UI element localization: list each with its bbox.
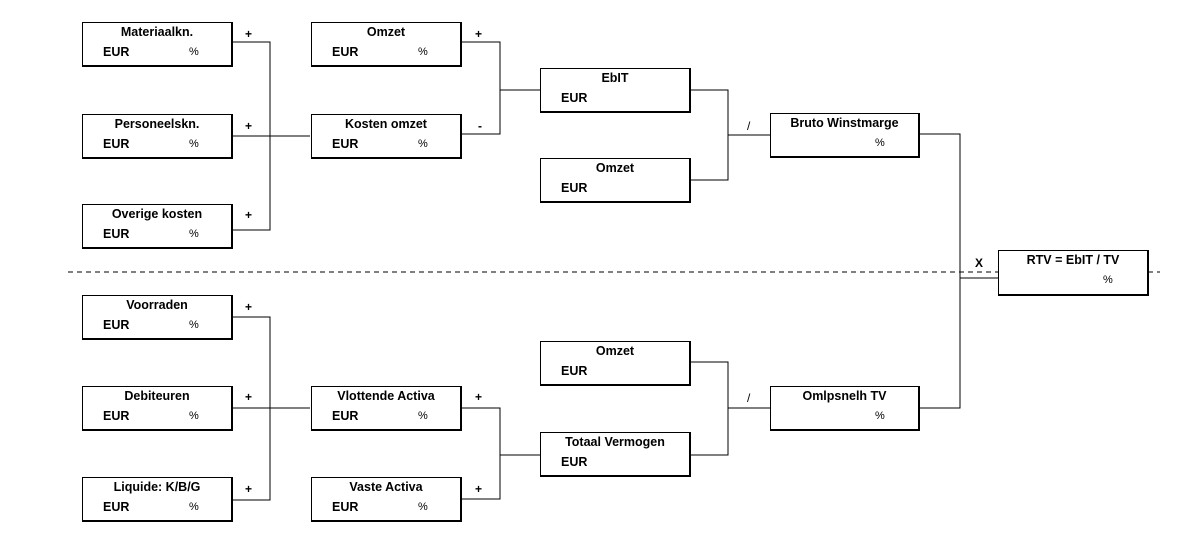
eur-label: EUR — [103, 409, 130, 423]
percent-label: % — [189, 319, 199, 331]
plus-operator: + — [245, 482, 253, 496]
box-label: Debiteuren — [124, 389, 190, 403]
box-label: Personeelskn. — [114, 117, 200, 131]
eur-label: EUR — [332, 137, 359, 151]
box-rtv: RTV = EbIT / TV % — [998, 250, 1149, 296]
plus-operator: + — [245, 208, 253, 222]
divide-operator: / — [747, 119, 751, 133]
box-totaal-vermogen: Totaal Vermogen EUR — [540, 432, 691, 477]
eur-label: EUR — [332, 500, 359, 514]
eur-label: EUR — [561, 181, 588, 195]
box-debiteuren: Debiteuren EUR % — [82, 386, 233, 431]
percent-label: % — [875, 410, 885, 422]
box-label: Bruto Winstmarge — [790, 116, 899, 130]
eur-label: EUR — [103, 227, 130, 241]
plus-operator: + — [245, 27, 253, 41]
box-label: Materiaalkn. — [120, 25, 194, 39]
eur-label: EUR — [103, 45, 130, 59]
eur-label: EUR — [561, 455, 588, 469]
plus-operator: + — [245, 300, 253, 314]
plus-operator: + — [475, 482, 483, 496]
eur-label: EUR — [561, 364, 588, 378]
box-label: Overige kosten — [111, 207, 203, 221]
percent-label: % — [189, 138, 199, 150]
plus-operator: + — [475, 27, 483, 41]
eur-label: EUR — [103, 137, 130, 151]
box-label: Omzet — [595, 344, 635, 358]
box-label: Vaste Activa — [349, 480, 423, 494]
percent-label: % — [189, 410, 199, 422]
box-materiaalkn: Materiaalkn. EUR % — [82, 22, 233, 67]
eur-label: EUR — [103, 318, 130, 332]
box-voorraden: Voorraden EUR % — [82, 295, 233, 340]
percent-label: % — [418, 46, 428, 58]
box-liquide: Liquide: K/B/G EUR % — [82, 477, 233, 522]
box-label: Totaal Vermogen — [565, 435, 665, 449]
eur-label: EUR — [332, 45, 359, 59]
box-bruto-winstmarge: Bruto Winstmarge % — [770, 113, 920, 158]
percent-label: % — [418, 138, 428, 150]
box-label: Omzet — [366, 25, 406, 39]
box-personeelskn: Personeelskn. EUR % — [82, 114, 233, 159]
plus-operator: + — [475, 390, 483, 404]
box-label: Kosten omzet — [345, 117, 427, 131]
eur-label: EUR — [103, 500, 130, 514]
box-label: Voorraden — [126, 298, 188, 312]
box-label: RTV = EbIT / TV — [1026, 253, 1120, 267]
box-vaste-activa: Vaste Activa EUR % — [311, 477, 462, 522]
box-omzet-bottom: Omzet EUR — [540, 341, 691, 386]
box-label: Omzet — [595, 161, 635, 175]
box-overige-kosten: Overige kosten EUR % — [82, 204, 233, 249]
percent-label: % — [189, 228, 199, 240]
box-label: Liquide: K/B/G — [113, 480, 201, 494]
plus-operator: + — [245, 119, 253, 133]
eur-label: EUR — [561, 91, 588, 105]
percent-label: % — [418, 501, 428, 513]
box-label: Vlottende Activa — [337, 389, 435, 403]
eur-label: EUR — [332, 409, 359, 423]
box-label: Omlpsnelh TV — [802, 389, 887, 403]
percent-label: % — [875, 137, 885, 149]
times-operator: X — [975, 256, 984, 270]
percent-label: % — [189, 46, 199, 58]
percent-label: % — [1103, 274, 1113, 286]
percent-label: % — [418, 410, 428, 422]
box-label: EbIT — [601, 71, 629, 85]
box-kosten-omzet: Kosten omzet EUR % — [311, 114, 462, 159]
percent-label: % — [189, 501, 199, 513]
box-omzet-top: Omzet EUR % — [311, 22, 462, 67]
plus-operator: + — [245, 390, 253, 404]
minus-operator: - — [478, 119, 482, 133]
divide-operator: / — [747, 391, 751, 405]
box-omzet-mid: Omzet EUR — [540, 158, 691, 203]
box-vlottende-activa: Vlottende Activa EUR % — [311, 386, 462, 431]
box-omlpsnelh-tv: Omlpsnelh TV % — [770, 386, 920, 431]
box-ebit: EbIT EUR — [540, 68, 691, 113]
